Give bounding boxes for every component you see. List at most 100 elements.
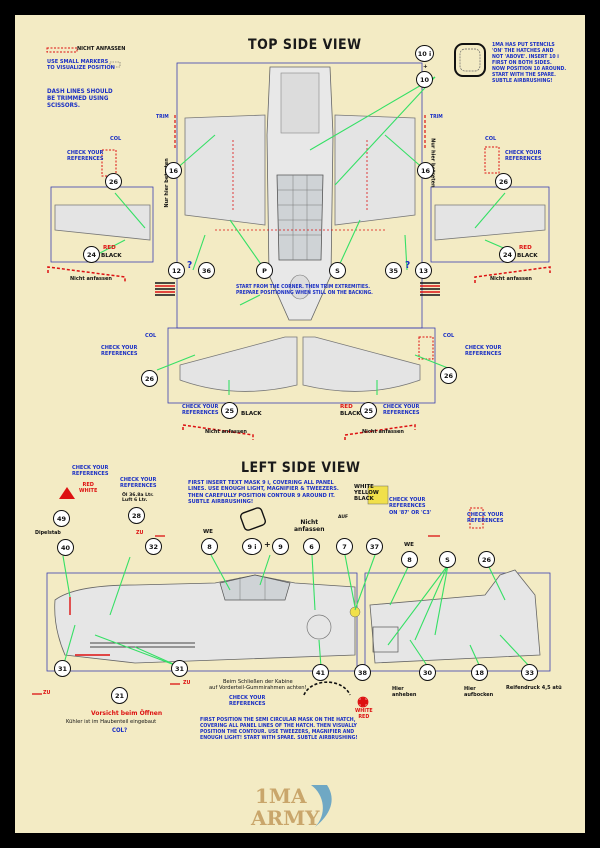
decal-25-right: 25 xyxy=(360,402,377,419)
red-white-49: RED WHITE xyxy=(79,482,98,494)
white-red: WHITE RED xyxy=(355,709,373,720)
refs-87: CHECK YOUR REFERENCES ON '87' OR 'C3' xyxy=(389,497,432,516)
zu-top: ZU xyxy=(136,531,144,536)
check-refs-26-side: CHECK YOUR REFERENCES xyxy=(467,512,504,525)
decal-33: 33 xyxy=(521,664,538,681)
check-refs-tail-left: CHECK YOUR REFERENCES xyxy=(101,345,138,358)
zu-bottom-left: ZU xyxy=(43,691,51,696)
decal-31-left: 31 xyxy=(54,660,71,677)
sheet-drawing: 1MA ARMY xyxy=(15,15,585,833)
black-tail-left: BLACK xyxy=(241,411,262,417)
question-left: ? xyxy=(187,260,193,271)
decal-26-tail-left: 26 xyxy=(141,370,158,387)
red-tail-right: RED xyxy=(340,404,353,410)
legend-nicht-anfassen: NICHT ANFASSEN xyxy=(77,46,126,52)
decal-12: 12 xyxy=(168,262,185,279)
start-corner-note: START FROM THE CORNER. THEN TRIM EXTREMI… xyxy=(236,284,373,296)
hier-anheben: Hier anheben xyxy=(392,686,417,698)
check-refs-beim: CHECK YOUR REFERENCES xyxy=(229,695,266,708)
decal-9: 9 xyxy=(272,538,289,555)
black-tail-right: BLACK xyxy=(340,411,361,417)
decal-10: 10 xyxy=(416,71,433,88)
nicht-anfassen-tail-left: Nicht anfassen xyxy=(205,429,247,435)
decal-6: 6 xyxy=(303,538,320,555)
instruction-sheet: 1MA ARMY TOP SIDE VIEW LEFT SIDE VIEW NI… xyxy=(15,15,585,833)
decal-8: 8 xyxy=(201,538,218,555)
hier-aufbocken: Hier aufbocken xyxy=(464,686,494,698)
oil-note: Öl 36.8a Ltr. Luft 6 Ltr. xyxy=(122,493,154,504)
decal-32: 32 xyxy=(145,538,162,555)
logo-swoosh xyxy=(311,785,332,827)
top-note: 1MA HAS PUT STENCILS 'ON' THE HATCHES AN… xyxy=(492,42,567,84)
nicht-anfassen-right: Nicht anfassen xyxy=(490,276,532,282)
legend-dash-lines: DASH LINES SHOULD BE TRIMMED USING SCISS… xyxy=(47,88,113,110)
check-refs-tail-25l: CHECK YOUR REFERENCES xyxy=(182,404,219,417)
black-left: BLACK xyxy=(101,253,122,259)
we-left: WE xyxy=(203,529,213,535)
trim-right: TRIM xyxy=(430,114,443,120)
decal-30: 30 xyxy=(419,664,436,681)
decal-p: P xyxy=(256,262,273,279)
plus-sign: + xyxy=(423,64,428,70)
vorsicht: Vorsicht beim Öffnen xyxy=(91,710,163,717)
decal-26-side: 26 xyxy=(478,551,495,568)
legend-small-markers: USE SMALL MARKERS TO VISUALIZE POSITION xyxy=(47,59,115,72)
semi-note: FIRST POSITION THE SEMI CIRCULAR MASK ON… xyxy=(200,717,358,741)
decal-21: 21 xyxy=(111,687,128,704)
decal-35: 35 xyxy=(385,262,402,279)
decal-25-left: 25 xyxy=(221,402,238,419)
decal-s-side: S xyxy=(439,551,456,568)
decal-37: 37 xyxy=(366,538,383,555)
logo-1ma: 1MA xyxy=(255,784,307,808)
left-view-title: LEFT SIDE VIEW xyxy=(241,460,361,476)
plus-side: + xyxy=(264,540,271,549)
col-tail-right: COL xyxy=(443,333,455,339)
beim-note: Beim Schließen der Kabine auf Vorderteil… xyxy=(209,679,307,691)
decal-24-left: 24 xyxy=(83,246,100,263)
nicht-anfassen-tail-right: Nicht anfassen xyxy=(362,429,404,435)
top-view-title: TOP SIDE VIEW xyxy=(248,37,362,53)
decal-16-left: 16 xyxy=(165,162,182,179)
col-q: COL? xyxy=(112,727,128,734)
decal-49: 49 xyxy=(53,510,70,527)
black-right: BLACK xyxy=(517,253,538,259)
decal-9i: 9 i xyxy=(242,538,262,555)
question-right: ? xyxy=(405,260,411,271)
red-right: RED xyxy=(519,245,532,251)
decal-s: S xyxy=(329,262,346,279)
decal-36: 36 xyxy=(198,262,215,279)
decal-24-right: 24 xyxy=(499,246,516,263)
logo-army: ARMY xyxy=(250,806,320,830)
decal-13: 13 xyxy=(415,262,432,279)
check-refs-right: CHECK YOUR REFERENCES xyxy=(505,150,542,163)
check-refs-tail-25r: CHECK YOUR REFERENCES xyxy=(383,404,420,417)
auf-label: AUF xyxy=(338,515,349,520)
check-refs-28: CHECK YOUR REFERENCES xyxy=(120,477,157,490)
decal-38: 38 xyxy=(354,664,371,681)
decal-16-right: 16 xyxy=(417,162,434,179)
reifendruck: Reifendruck 4,5 atü xyxy=(506,685,562,691)
decal-7: 7 xyxy=(336,538,353,555)
check-refs-left: CHECK YOUR REFERENCES xyxy=(67,150,104,163)
col-left: COL xyxy=(110,136,122,142)
decal-8-right: 8 xyxy=(401,551,418,568)
yellow-black: WHITE YELLOW BLACK xyxy=(354,484,379,503)
decal-40: 40 xyxy=(57,539,74,556)
red-left: RED xyxy=(103,245,116,251)
dipelstab: Dipelstab xyxy=(35,531,61,536)
decal-18: 18 xyxy=(471,664,488,681)
we-right: WE xyxy=(404,542,414,548)
decal-10i: 10 i xyxy=(415,45,434,62)
decal-41: 41 xyxy=(312,664,329,681)
decal-31-right: 31 xyxy=(171,660,188,677)
decal-28: 28 xyxy=(128,507,145,524)
trim-left: TRIM xyxy=(156,114,169,120)
col-right: COL xyxy=(485,136,497,142)
insert-text-note: FIRST INSERT TEXT MASK 9 i, COVERING ALL… xyxy=(188,480,339,506)
col-tail-left: COL xyxy=(145,333,157,339)
check-refs-49: CHECK YOUR REFERENCES xyxy=(72,465,109,478)
nicht-anfassen-left: Nicht anfassen xyxy=(70,276,112,282)
kuhler: Kühler ist im Haubenteil eingebaut xyxy=(66,719,157,725)
zu-bottom-right: ZU xyxy=(183,681,191,686)
decal-26-left: 26 xyxy=(105,173,122,190)
